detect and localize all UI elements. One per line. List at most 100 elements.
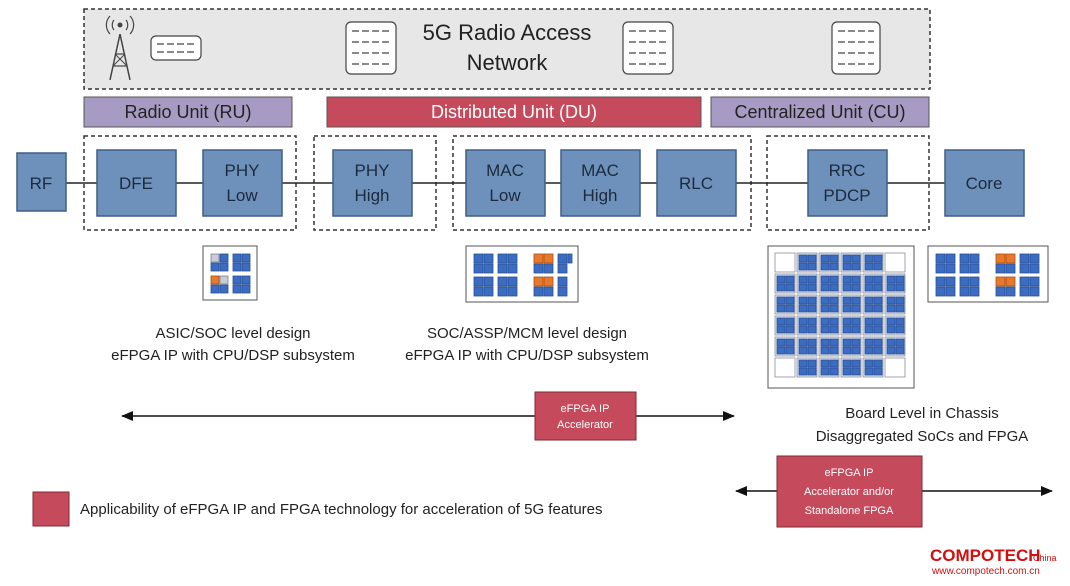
efpga-ip-line2: Accelerator	[557, 419, 613, 431]
server-rack-icon	[345, 21, 397, 75]
board-grid-cell	[851, 325, 861, 334]
board-grid-cell	[895, 296, 905, 305]
ran-network-banner: 5G Radio Access Network	[83, 8, 931, 90]
block-core: Core	[944, 149, 1025, 217]
board-grid-cell	[873, 304, 883, 313]
block-rrc-line2: PDCP	[823, 186, 870, 205]
board-grid-empty-slot	[774, 252, 796, 273]
board-grid-cell	[851, 338, 861, 347]
board-grid-cell	[820, 296, 830, 305]
block-phy-low-line2: Low	[226, 186, 258, 205]
board-grid-empty-slot	[774, 357, 796, 378]
board-grid-cell	[864, 338, 874, 347]
board-grid-cell	[776, 296, 786, 305]
asic-caption-line1: ASIC/SOC level design	[155, 325, 310, 342]
board-grid-cell	[829, 275, 839, 284]
block-rlc-label: RLC	[679, 174, 713, 193]
block-core-label: Core	[966, 174, 1003, 193]
board-grid-cell	[776, 304, 786, 313]
board-grid-cell	[785, 317, 795, 326]
compotech-watermark: COMPOTECH China www.compotech.com.cn	[930, 546, 1057, 577]
board-grid-cell	[785, 296, 795, 305]
board-grid-cell	[820, 304, 830, 313]
board-grid-cell	[776, 346, 786, 355]
board-grid-cell	[851, 346, 861, 355]
block-dfe: DFE	[96, 149, 177, 217]
board-grid-cell	[864, 346, 874, 355]
board-grid-cell	[842, 367, 852, 376]
board-grid-cell	[842, 283, 852, 292]
block-rlc: RLC	[656, 149, 737, 217]
board-grid-cell	[829, 367, 839, 376]
board-grid-cell	[895, 338, 905, 347]
board-grid-cell	[798, 325, 808, 334]
board-grid-cell	[829, 262, 839, 271]
board-grid-cell	[807, 338, 817, 347]
board-grid-cell	[842, 338, 852, 347]
board-grid-cell	[820, 359, 830, 368]
board-grid-cell	[807, 359, 817, 368]
board-grid-cell	[820, 262, 830, 271]
board-grid-cell	[798, 346, 808, 355]
board-grid-cell	[851, 275, 861, 284]
board-grid-cell	[785, 275, 795, 284]
board-grid-cell	[776, 275, 786, 284]
asic-chip-icon	[202, 245, 258, 301]
board-grid-empty-slot	[884, 252, 906, 273]
board-grid-cell	[829, 254, 839, 263]
board-grid-cell	[798, 254, 808, 263]
board-grid-cell	[829, 325, 839, 334]
block-phy-high: PHY High	[332, 149, 413, 217]
board-grid-cell	[807, 254, 817, 263]
legend-swatch	[32, 491, 70, 527]
board-grid-cell	[864, 262, 874, 271]
block-rf: RF	[16, 152, 67, 212]
ran-title-line1: 5G Radio Access	[423, 20, 592, 45]
board-grid-cell	[820, 317, 830, 326]
block-phy-high-line2: High	[355, 186, 390, 205]
board-grid-cell	[807, 275, 817, 284]
distributed-unit-band	[326, 96, 702, 128]
board-grid-cell	[851, 262, 861, 271]
block-phy-high-line1: PHY	[355, 161, 390, 180]
board-grid-cell	[886, 296, 896, 305]
standalone-line3: Standalone FPGA	[805, 505, 894, 517]
board-grid-cell	[873, 359, 883, 368]
board-grid-cell	[820, 254, 830, 263]
board-grid-cell	[785, 325, 795, 334]
board-small-chip-icon	[927, 245, 1049, 303]
board-grid-cell	[776, 338, 786, 347]
board-grid-cell	[829, 317, 839, 326]
board-grid-cell	[820, 367, 830, 376]
legend-text: Applicability of eFPGA IP and FPGA techn…	[80, 501, 603, 518]
board-grid-cell	[842, 346, 852, 355]
board-grid-cell	[785, 338, 795, 347]
board-grid-cell	[886, 275, 896, 284]
board-grid-cell	[807, 325, 817, 334]
centralized-unit-label: Centralized Unit (CU)	[734, 102, 905, 122]
ran-title-line2: Network	[467, 50, 549, 75]
board-grid-cell	[807, 317, 817, 326]
board-grid-cell	[864, 304, 874, 313]
board-grid-cell	[873, 325, 883, 334]
block-mac-low: MAC Low	[465, 149, 546, 217]
board-grid-cell	[829, 304, 839, 313]
board-grid-cell	[798, 262, 808, 271]
board-grid-cell	[829, 346, 839, 355]
board-grid-cell	[842, 254, 852, 263]
board-grid-cell	[798, 275, 808, 284]
board-grid-cell	[842, 304, 852, 313]
board-grid-cell	[776, 325, 786, 334]
block-mac-high-line2: High	[583, 186, 618, 205]
board-grid-cell	[785, 283, 795, 292]
board-grid-cell	[886, 346, 896, 355]
board-grid-cell	[895, 317, 905, 326]
board-grid-cell	[776, 283, 786, 292]
block-mac-low-line2: Low	[489, 186, 521, 205]
ran-banner-frame	[83, 8, 931, 90]
radio-unit-band	[83, 96, 293, 128]
block-rrc-line1: RRC	[829, 161, 866, 180]
board-grid-cell	[873, 275, 883, 284]
board-grid-cell	[864, 325, 874, 334]
